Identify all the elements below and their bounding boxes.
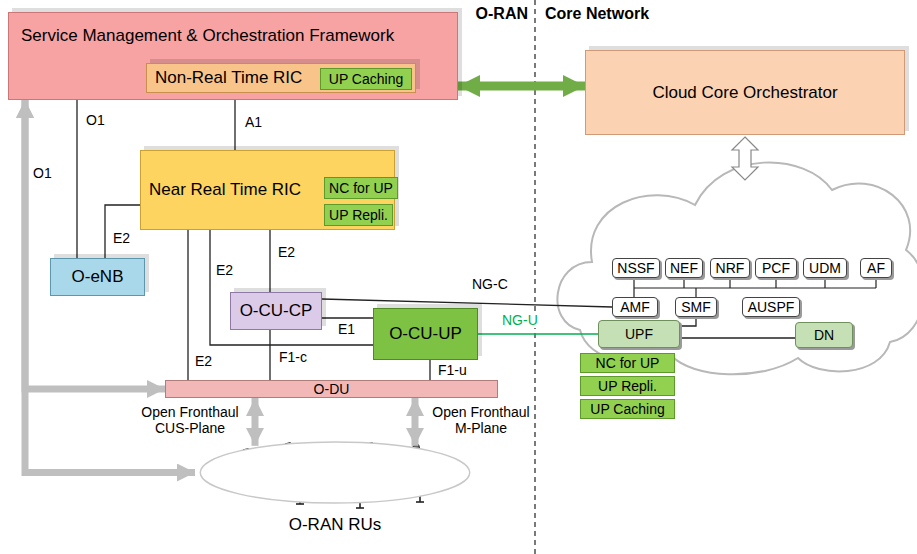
node-label: Non-Real Time RIC [155, 68, 302, 88]
node-label: O-DU [314, 381, 350, 397]
dn-box: DN [795, 322, 853, 348]
function-tag: UP Caching [580, 399, 675, 419]
interface-label: E1 [336, 321, 357, 337]
interface-label: NG-U [500, 312, 540, 328]
core-function: NEF [665, 258, 703, 278]
node-label: UP Repli. [329, 207, 388, 223]
function-tag: NC for UP [324, 177, 398, 199]
cu-up-box: O-CU-UP [373, 308, 478, 360]
interface-label: F1-c [277, 349, 309, 365]
node-label: SMF [681, 299, 711, 315]
orchestrator-box: Cloud Core Orchestrator [585, 50, 905, 135]
node-label: UP Repli. [598, 378, 657, 394]
node-label: O-eNB [72, 267, 124, 287]
interface-link [269, 330, 270, 380]
node-label: PCF [762, 260, 790, 276]
node-label: O-CU-CP [240, 301, 313, 321]
core-function: AUSPF [742, 297, 800, 317]
node-label: UP Caching [590, 401, 664, 417]
interface-label: NG-C [470, 276, 510, 292]
section-heading: Core Network [545, 4, 649, 23]
node-label: NSSF [617, 260, 654, 276]
node-label: Near Real Time RIC [149, 180, 301, 200]
node-label: UPF [625, 326, 653, 342]
core-function: SMF [675, 297, 717, 317]
node-label: AUSPF [748, 299, 795, 315]
node-label: O-RAN RUs [289, 515, 382, 535]
interface-label: E2 [111, 230, 132, 246]
ru-ellipse: O-RAN RUs [195, 440, 475, 505]
node-label: NEF [670, 260, 698, 276]
core-cloud [557, 162, 917, 374]
node-label: NRF [716, 260, 745, 276]
core-function: NSSF [612, 258, 660, 278]
function-tag: UP Caching [320, 68, 412, 90]
interface-label: F1-u [436, 362, 469, 378]
nonrt-ric-box: Non-Real Time RIC UP Caching [146, 63, 416, 93]
interface-label: O1 [84, 112, 107, 128]
interface-link [105, 205, 140, 258]
interface-link [429, 360, 430, 380]
interface-link [680, 317, 696, 326]
core-function: AMF [612, 297, 658, 317]
smo-box: Service Management & Orchestration Frame… [8, 12, 458, 100]
interface-label: E2 [276, 244, 297, 260]
fronthaul-arrow [412, 398, 419, 446]
node-label: O-CU-UP [389, 324, 462, 344]
interface-link [680, 337, 795, 338]
section-heading: O-RAN [476, 4, 528, 23]
interface-label: Open Fronthaul M-Plane [424, 404, 538, 436]
ng-u-link [478, 333, 598, 335]
enb-box: O-eNB [50, 258, 145, 296]
interface-label: O1 [31, 165, 54, 181]
interface-link [269, 230, 270, 292]
interface-label: E2 [193, 353, 214, 369]
nearrt-ric-box: Near Real Time RIC NC for UP UP Repli. [140, 150, 395, 230]
node-label: NC for UP [329, 180, 393, 196]
interface-label: Open Fronthaul CUS-Plane [128, 404, 252, 436]
orchestration-arrow [458, 82, 585, 91]
function-tag: UP Repli. [324, 204, 393, 226]
core-function: NRF [710, 258, 750, 278]
management-arrow [25, 100, 165, 389]
orchestrator-arrow [732, 137, 758, 180]
fronthaul-arrow [252, 398, 259, 446]
core-function: AF [860, 258, 892, 278]
core-function: PCF [755, 258, 797, 278]
interface-link [76, 100, 77, 258]
interface-label: E2 [214, 262, 235, 278]
interface-link [210, 230, 373, 345]
core-function: UDM [803, 258, 847, 278]
function-tag: NC for UP [580, 353, 675, 373]
ru-ellipse-outline [196, 441, 474, 504]
interface-link [234, 93, 235, 150]
node-label: Service Management & Orchestration Frame… [21, 26, 394, 46]
du-box: O-DU [165, 380, 498, 398]
core-bus [634, 278, 876, 297]
interface-link [322, 299, 612, 307]
node-label: DN [814, 327, 834, 343]
function-tag: UP Repli. [580, 376, 675, 396]
node-label: NC for UP [596, 355, 660, 371]
node-label: UP Caching [329, 71, 403, 87]
node-label: AMF [620, 299, 650, 315]
node-label: Cloud Core Orchestrator [652, 83, 837, 103]
interface-link [187, 230, 188, 380]
node-label: UDM [809, 260, 841, 276]
interface-link [322, 317, 373, 318]
upf-box: UPF [598, 320, 680, 348]
cu-cp-box: O-CU-CP [230, 292, 322, 330]
interface-label: A1 [243, 114, 264, 130]
node-label: AF [867, 260, 885, 276]
